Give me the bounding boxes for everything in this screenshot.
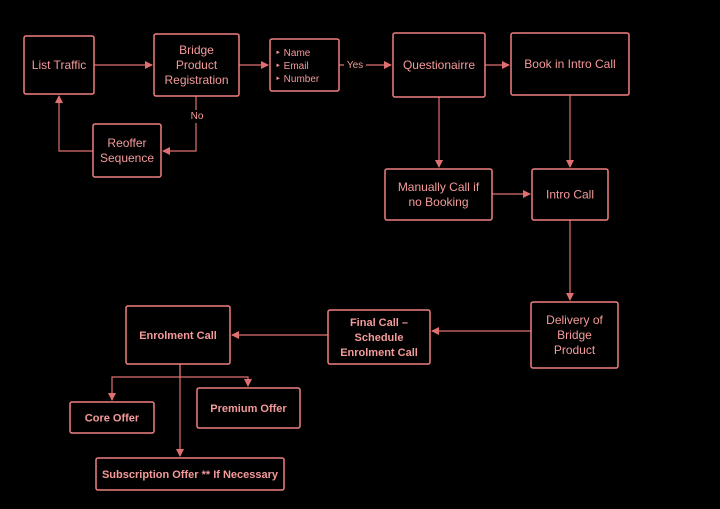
node-label-line: Registration <box>164 73 228 87</box>
node-label-line: Sequence <box>100 151 154 165</box>
node-box <box>95 457 285 491</box>
edge-label-yes: Yes <box>347 60 363 71</box>
node-list-traffic: List Traffic <box>23 35 95 95</box>
edge-label-no: No <box>191 111 204 122</box>
node-intro-call: Intro Call <box>531 168 609 221</box>
node-label-line: Questionairre <box>403 58 475 72</box>
node-label-line: List Traffic <box>32 58 86 72</box>
node-box <box>384 168 493 221</box>
node-box <box>531 168 609 221</box>
edge-enrolment-to-premium <box>180 376 252 387</box>
node-label-line: no Booking <box>408 195 468 209</box>
edge-reoffer-to-traffic <box>55 95 93 152</box>
edge-enrolment-to-core <box>108 364 181 401</box>
node-label-line: Core Offer <box>85 413 140 425</box>
node-enrolment-call: Enrolment Call <box>125 305 231 365</box>
node-label-line: ‣ Email <box>275 61 309 72</box>
node-label-line: Schedule <box>355 332 404 344</box>
node-box <box>530 301 619 369</box>
node-box <box>327 309 431 365</box>
node-label-line: Enrolment Call <box>340 347 418 359</box>
node-contact-fields: ‣ Name ‣ Email ‣ Number <box>269 38 340 92</box>
node-label-line: Manually Call if <box>398 180 480 194</box>
edge-label-background <box>188 110 206 123</box>
node-box <box>69 401 155 434</box>
node-premium-offer: Premium Offer <box>196 387 301 429</box>
node-label-line: ‣ Number <box>275 74 320 85</box>
node-box <box>196 387 301 429</box>
edge-registration-to-reoffer <box>162 96 197 155</box>
node-questionnaire: Questionairre <box>392 32 486 98</box>
edge-label-background <box>344 58 366 72</box>
node-box <box>392 32 486 98</box>
node-label-line: Premium Offer <box>210 403 287 415</box>
node-box <box>92 123 162 178</box>
node-label-line: Subscription Offer ** If Necessary <box>102 469 279 481</box>
node-label-line: ‣ Name <box>275 48 311 59</box>
node-label-line: Delivery of <box>546 313 603 327</box>
node-label-line: Bridge <box>557 328 592 342</box>
node-box <box>23 35 95 95</box>
node-label-line: Product <box>176 58 218 72</box>
node-subscription-offer: Subscription Offer ** If Necessary <box>95 457 285 491</box>
node-box <box>510 32 630 96</box>
node-core-offer: Core Offer <box>69 401 155 434</box>
node-label-line: Book in Intro Call <box>524 57 615 71</box>
node-label-line: Product <box>554 343 596 357</box>
node-book-intro: Book in Intro Call <box>510 32 630 96</box>
node-label-line: Final Call – <box>350 317 408 329</box>
node-label-line: Enrolment Call <box>139 330 217 342</box>
node-label-line: Intro Call <box>546 188 594 202</box>
node-box <box>269 38 340 92</box>
node-box <box>125 305 231 365</box>
node-box <box>153 33 240 97</box>
node-label-line: Bridge <box>179 43 214 57</box>
node-label-line: Reoffer <box>107 136 146 150</box>
